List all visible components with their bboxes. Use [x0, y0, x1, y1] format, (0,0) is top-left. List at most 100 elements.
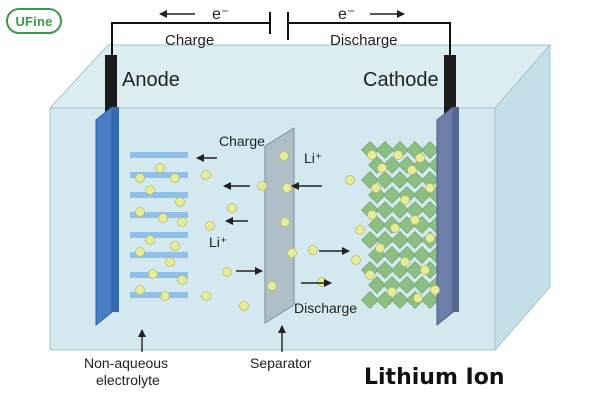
- lithium-ion: [351, 255, 361, 265]
- lithium-ion: [279, 151, 289, 161]
- lithium-ion: [135, 207, 145, 217]
- cathode-crystal: [391, 201, 409, 219]
- anode-label: Anode: [122, 69, 180, 91]
- lithium-ion: [205, 221, 215, 231]
- electron-label-left: e⁻: [212, 6, 229, 23]
- lithium-ion: [267, 281, 277, 291]
- cathode-label: Cathode: [363, 69, 439, 91]
- lithium-ion: [158, 213, 168, 223]
- lithium-ion: [425, 233, 435, 243]
- cathode-crystal: [421, 141, 439, 159]
- cathode-crystal: [398, 276, 416, 294]
- cathode-plate-edge: [453, 107, 459, 312]
- lithium-ion: [430, 285, 440, 295]
- lithium-ion: [135, 173, 145, 183]
- cathode-crystal: [406, 171, 424, 189]
- lithium-ion: [317, 277, 327, 287]
- lithium-ion: [201, 170, 211, 180]
- separator-label: Separator: [250, 355, 312, 371]
- lithium-ion: [400, 195, 410, 205]
- graphite-layer: [130, 212, 188, 218]
- circuit-discharge-label: Discharge: [330, 32, 398, 49]
- cathode-crystal: [383, 156, 401, 174]
- lithium-ion: [239, 301, 249, 311]
- lithium-ion: [280, 217, 290, 227]
- cathode-crystal: [391, 291, 409, 309]
- graphite-layer: [130, 172, 188, 178]
- lithium-ion: [282, 183, 292, 193]
- graphite-layer: [130, 272, 188, 278]
- anode-plate-edge: [112, 107, 119, 312]
- lithium-ion: [400, 257, 410, 267]
- lithium-ion: [420, 265, 430, 275]
- lithium-ion: [165, 257, 175, 267]
- cathode-crystal: [413, 246, 431, 264]
- lithium-ion: [135, 285, 145, 295]
- lithium-ion: [145, 185, 155, 195]
- lithium-ion: [425, 183, 435, 193]
- cathode-crystal: [421, 201, 439, 219]
- cathode-crystal: [391, 171, 409, 189]
- cathode-crystal: [406, 231, 424, 249]
- lithium-ion: [367, 210, 377, 220]
- cathode-crystal: [361, 291, 379, 309]
- lithium-ion: [201, 291, 211, 301]
- brand-logo: UFine: [6, 8, 62, 34]
- lithium-ion: [415, 153, 425, 163]
- lithium-ion: [375, 243, 385, 253]
- cathode-crystal: [421, 291, 439, 309]
- cathode-plate: [436, 105, 454, 327]
- lithium-ion: [257, 181, 267, 191]
- electron-label-right: e⁻: [338, 6, 355, 23]
- lithium-ion: [308, 245, 318, 255]
- lithium-ion: [410, 215, 420, 225]
- graphite-layer: [130, 152, 188, 158]
- lithium-ion: [407, 165, 417, 175]
- lithium-ion: [387, 287, 397, 297]
- lithium-ion: [177, 275, 187, 285]
- graphite-layer: [130, 292, 188, 298]
- cathode-crystal: [376, 171, 394, 189]
- anode-graphite-layers: [130, 152, 188, 298]
- circuit-charge-label: Charge: [165, 32, 214, 49]
- ion-flow-arrows: [196, 154, 350, 287]
- lithium-ion: [175, 197, 185, 207]
- lithium-ion: [287, 248, 297, 258]
- cathode-crystal: [383, 186, 401, 204]
- cathode-crystal: [368, 216, 386, 234]
- lithium-ion: [365, 270, 375, 280]
- graphite-layer: [130, 192, 188, 198]
- electrolyte-label-line1: Non-aqueous: [84, 355, 168, 371]
- lithium-ion: [170, 173, 180, 183]
- brand-logo-text: UFine: [15, 13, 53, 29]
- cathode-crystal: [406, 261, 424, 279]
- lithium-ion: [227, 203, 237, 213]
- lithium-ion: [355, 225, 365, 235]
- lithium-ion: [177, 217, 187, 227]
- cathode-crystal: [421, 171, 439, 189]
- cathode-crystal: [406, 201, 424, 219]
- lithium-ion: [390, 223, 400, 233]
- graphite-layer: [130, 252, 188, 258]
- graphite-layer: [130, 232, 188, 238]
- li-ion-label-left: Li⁺: [209, 234, 227, 250]
- separator-membrane: [264, 127, 295, 324]
- diagram-title: Lithium Ion: [364, 365, 505, 390]
- cathode-crystal: [368, 276, 386, 294]
- lithium-ion: [145, 235, 155, 245]
- cathode-crystal: [376, 201, 394, 219]
- li-ion-label-top: Li⁺: [304, 150, 322, 166]
- cell-discharge-label: Discharge: [294, 300, 357, 316]
- cathode-crystal: [413, 276, 431, 294]
- lithium-ion: [393, 150, 403, 160]
- lithium-ion: [345, 175, 355, 185]
- lithium-ion: [160, 291, 170, 301]
- lithium-ion: [222, 267, 232, 277]
- lithium-ion: [155, 163, 165, 173]
- cathode-crystal-lattice: [361, 141, 446, 309]
- cathode-crystal: [361, 231, 379, 249]
- electrolyte-label-line2: electrolyte: [96, 372, 160, 388]
- lithium-ion: [135, 247, 145, 257]
- lithium-ion: [367, 150, 377, 160]
